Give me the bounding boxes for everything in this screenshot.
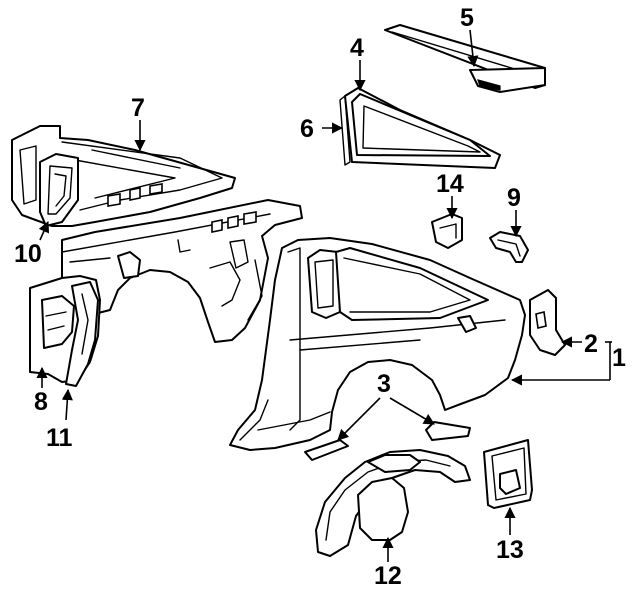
callout-13: 13 [496, 536, 524, 564]
callout-labels: 1 2 3 4 5 6 7 8 9 10 11 12 13 14 [14, 4, 626, 590]
callout-4: 4 [350, 34, 364, 62]
callout-9: 9 [507, 184, 521, 212]
roof-rail-weatherstrip-part[interactable] [384, 24, 546, 93]
wheel-opening-molding-part[interactable] [304, 421, 471, 461]
callout-10: 10 [14, 240, 42, 268]
callout-1: 1 [612, 344, 626, 372]
quarter-extension-part[interactable] [529, 289, 566, 356]
quarter-panel-part[interactable] [229, 237, 526, 451]
panel-13-part[interactable] [483, 439, 533, 509]
callout-6: 6 [300, 115, 314, 143]
callout-5: 5 [460, 4, 474, 32]
callout-8: 8 [34, 388, 48, 416]
quarter-inner-lower-panel-part[interactable] [29, 275, 101, 387]
wheelhouse-liner-part[interactable] [315, 449, 471, 557]
callout-7: 7 [131, 94, 145, 122]
bracket-9-part[interactable] [489, 231, 529, 263]
callout-11: 11 [46, 424, 73, 452]
bracket-14-part[interactable] [431, 213, 463, 249]
callout-14: 14 [436, 170, 464, 198]
inner-bracket-part[interactable] [39, 153, 79, 227]
callout-12: 12 [374, 562, 402, 590]
callout-2: 2 [584, 330, 598, 358]
leader-lines [36, 29, 612, 562]
callout-3: 3 [377, 370, 391, 398]
quarter-window-glass-part[interactable] [339, 87, 501, 169]
inner-wheelhouse-panel-part[interactable] [61, 199, 303, 343]
